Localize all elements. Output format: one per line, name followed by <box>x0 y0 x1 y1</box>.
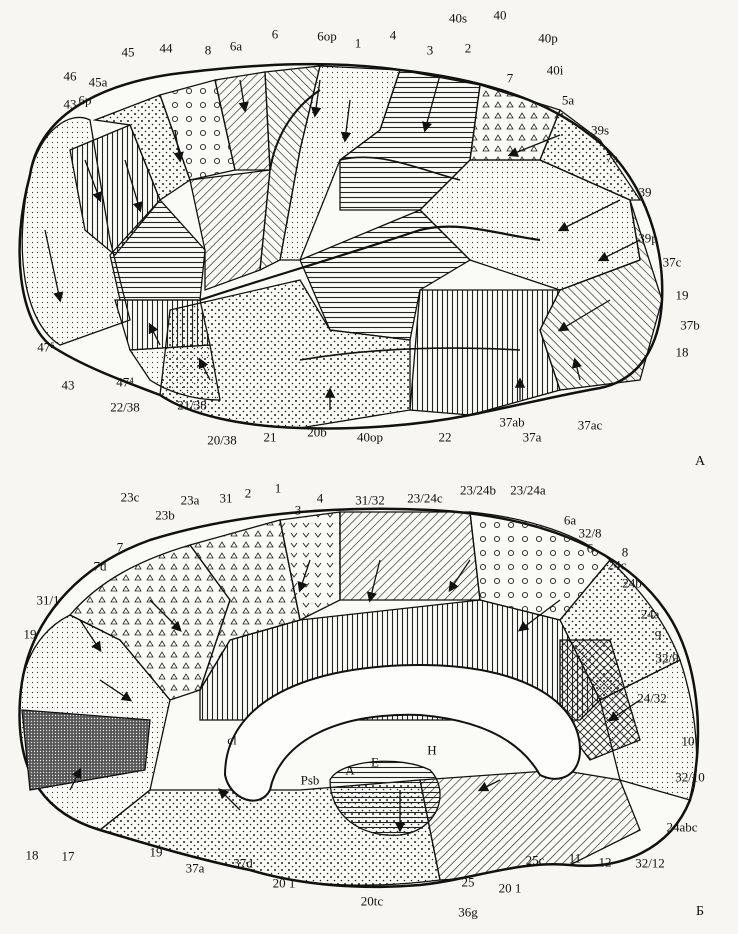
panel-b-letter: Б <box>696 905 704 919</box>
panel-a-area-label: 22/38 <box>110 401 140 414</box>
panel-a-area-label: 7 <box>507 72 514 85</box>
panel-a-area-label: 40 <box>494 9 507 22</box>
panel-b-area-label: 2 <box>245 487 252 500</box>
panel-b-area-label: Psb <box>301 774 320 787</box>
panel-b-area-label: 31/32 <box>355 494 385 507</box>
panel-a-area-label: 39p <box>638 232 658 245</box>
panel-b-area-label: 32/9 <box>655 652 678 665</box>
panel-b-area-label: 24/32 <box>637 692 667 705</box>
panel-a-area-label: 40s <box>449 12 467 25</box>
panel-b-area-label: 19 <box>150 846 163 859</box>
panel-a-area-label: 19 <box>676 289 689 302</box>
panel-b-area-label: 25 <box>462 876 475 889</box>
panel-a-area-label: 40op <box>357 431 383 444</box>
panel-a-area-label: 21/38 <box>177 399 207 412</box>
panel-b-area-label: 9 <box>655 629 662 642</box>
panel-b-area-label: 4 <box>317 492 324 505</box>
panel-b-area-label: 25c <box>526 854 545 867</box>
panel-a-area-label: 47⁵ <box>37 341 55 354</box>
panel-a-area-label: 43 <box>62 379 75 392</box>
panel-b-area-label: 20tc <box>361 895 383 908</box>
panel-b-area-label: cl <box>227 734 236 747</box>
panel-b-area-label: H <box>427 744 436 757</box>
panel-a-area-label: 6p <box>79 94 92 107</box>
panel-a-area-label: 40p <box>538 32 558 45</box>
area-6-medial-region <box>340 512 480 600</box>
panel-a-area-label: 43 <box>64 98 77 111</box>
panel-a-area-label: 2 <box>465 42 472 55</box>
panel-b-area-label: 24a <box>641 608 660 621</box>
panel-b-area-label: 23/24b <box>460 484 496 497</box>
panel-b-area-label: 24abc <box>666 821 697 834</box>
panel-b-area-label: 32/12 <box>635 857 665 870</box>
panel-b-area-label: 37d <box>233 857 253 870</box>
panel-a-area-label: 37b <box>680 319 700 332</box>
panel-a-area-label: 37a <box>523 431 542 444</box>
panel-a-area-label: 3 <box>427 44 434 57</box>
panel-b-area-label: 37a <box>186 862 205 875</box>
panel-b-area-label: 19 <box>24 628 37 641</box>
panel-a-area-label: 8 <box>205 44 212 57</box>
panel-b-area-label: 11 <box>569 852 582 865</box>
panel-b-area-label: 23/24a <box>510 484 545 497</box>
panel-a-area-label: 6 <box>272 28 279 41</box>
area-37-region <box>410 290 560 415</box>
panel-b-area-label: 23/24c <box>407 492 442 505</box>
panel-b-area-label: 31/1 <box>36 594 59 607</box>
panel-a-area-label: 46 <box>64 70 77 83</box>
panel-b-area-label: 31 <box>220 492 233 505</box>
panel-a-area-label: 6op <box>317 30 337 43</box>
panel-a-area-label: 20/38 <box>207 434 237 447</box>
panel-b-area-label: 12 <box>599 856 612 869</box>
panel-b-area-label: 7d <box>94 560 107 573</box>
panel-b-area-label: 24b <box>622 577 642 590</box>
panel-b-area-label: 8 <box>622 546 629 559</box>
panel-a-area-label: 45a <box>89 76 108 89</box>
panel-a-area-label: 20b <box>307 426 327 439</box>
panel-b-area-label: 1 <box>275 482 282 495</box>
panel-b-area-label: 23a <box>181 494 200 507</box>
panel-b-area-label: A <box>345 764 354 777</box>
panel-a-letter: A <box>695 455 705 469</box>
panel-a-area-label: 1 <box>355 37 362 50</box>
panel-b-area-label: 32/8 <box>578 527 601 540</box>
panel-a-area-label: 45 <box>122 46 135 59</box>
panel-b-area-label: 36g <box>458 906 478 919</box>
panel-b-area-label: 20 1 <box>273 877 296 890</box>
panel-a-area-label: 37ac <box>578 419 603 432</box>
panel-a-area-label: 47⁴ <box>116 376 134 389</box>
panel-b-area-label: 17 <box>62 850 75 863</box>
panel-b-area-label: 10 <box>682 735 695 748</box>
panel-a-area-label: 4 <box>390 29 397 42</box>
panel-a-area-label: 37c <box>663 256 682 269</box>
panel-b-area-label: 32/10 <box>675 771 705 784</box>
panel-a-area-label: 6a <box>230 40 242 53</box>
panel-b-area-label: 24c <box>608 559 627 572</box>
panel-a-area-label: 37ab <box>499 416 524 429</box>
panel-a-area-label: 21 <box>264 431 277 444</box>
panel-b-area-label: 20 1 <box>499 882 522 895</box>
panel-b-area-label: 6a <box>564 514 576 527</box>
panel-b-area-label: 7 <box>117 541 124 554</box>
panel-a-area-label: 39s <box>591 124 609 137</box>
panel-a-area-label: 44 <box>160 42 173 55</box>
panel-b-area-label: E <box>371 756 379 769</box>
panel-b-area-label: 18 <box>26 849 39 862</box>
panel-a-area-label: 40i <box>547 64 564 77</box>
panel-a-area-label: 5a <box>562 94 574 107</box>
panel-a-area-label: 18 <box>676 346 689 359</box>
panel-b-area-label: 6 <box>587 542 594 555</box>
panel-a-area-label: 39 <box>639 186 652 199</box>
panel-b-area-label: 3 <box>295 504 302 517</box>
panel-b-area-label: 23b <box>155 509 175 522</box>
panel-a-area-label: 7a <box>606 152 618 165</box>
panel-b-area-label: 23c <box>121 491 140 504</box>
panel-a-area-label: 22 <box>439 431 452 444</box>
panel-b-medial-view <box>20 509 698 887</box>
